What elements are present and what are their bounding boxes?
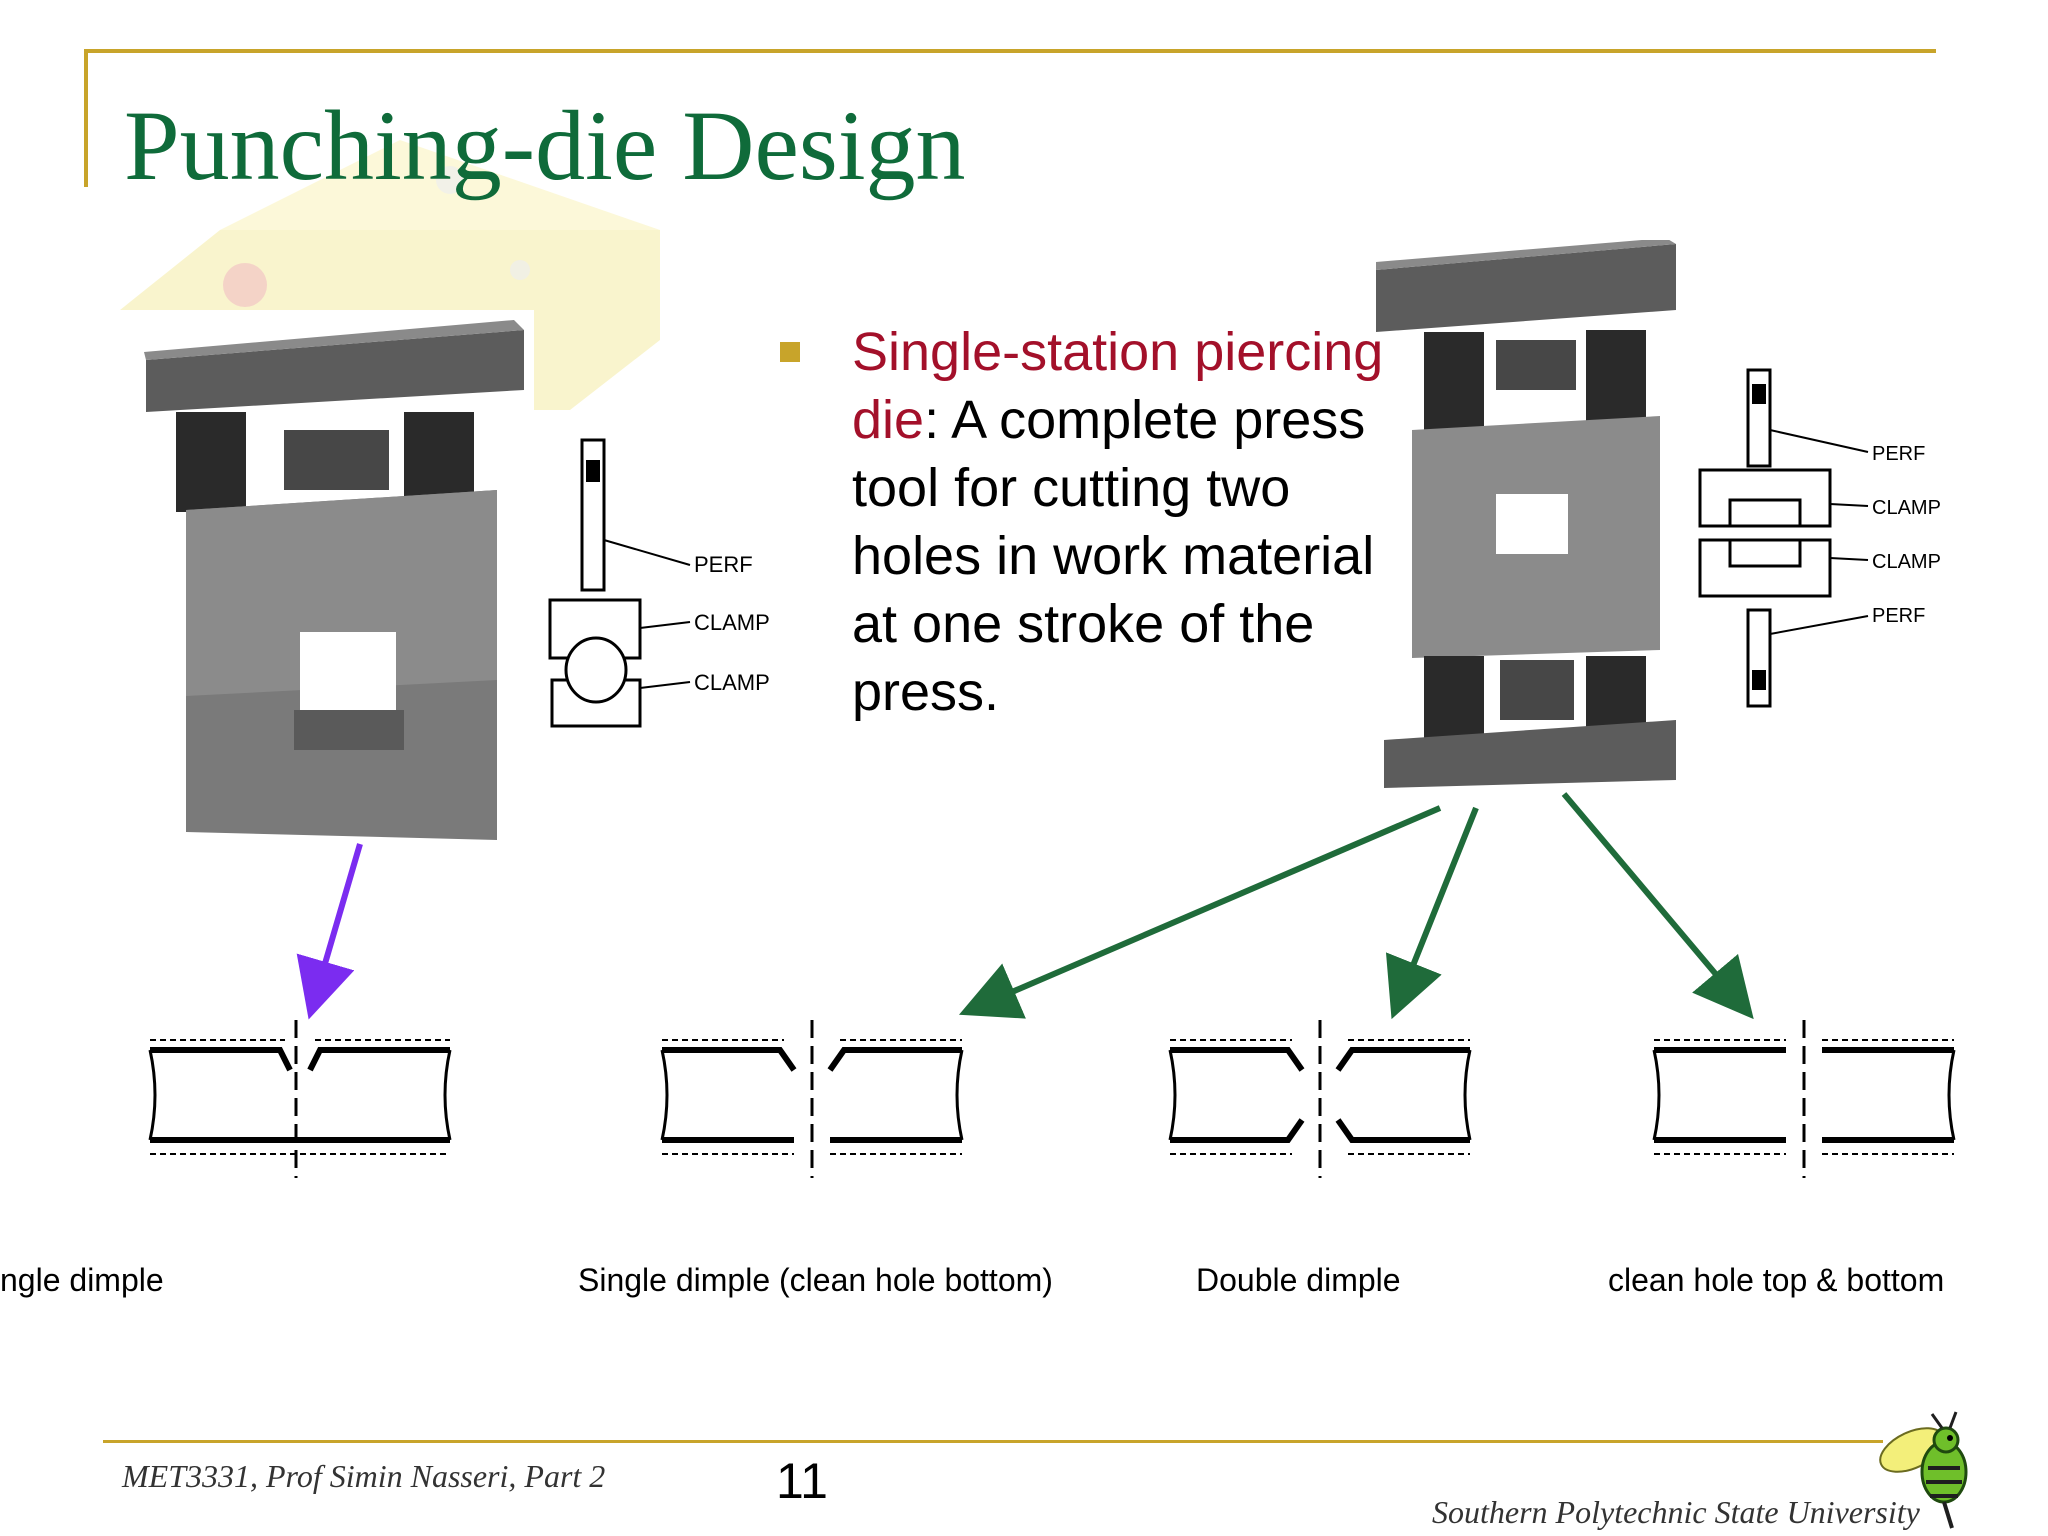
arrow-to-clean-hole <box>1561 792 1754 1020</box>
bullet-highlight: Single-station piercing die <box>852 322 1384 450</box>
arrow-to-single-dimple-bottom <box>958 805 1442 1019</box>
section-single-dimple <box>148 1020 452 1178</box>
section-double-dimple <box>1168 1020 1472 1178</box>
section-clean-hole-top-bottom <box>1652 1020 1956 1178</box>
hornet-mascot-logo-icon <box>1879 1411 1968 1529</box>
footer-course: MET3331, Prof Simin Nasseri, Part 2 <box>122 1458 606 1494</box>
bullet-square-icon <box>780 342 800 362</box>
right-die-schematic: PERF CLAMP CLAMP PERF <box>1698 368 1941 708</box>
section-single-dimple-clean-bottom <box>660 1020 964 1178</box>
arrow-to-double-dimple <box>1385 806 1479 1020</box>
footer-rule <box>103 1440 1883 1443</box>
footer-university: Southern Polytechnic State University <box>1432 1494 1920 1530</box>
left-die-photo <box>114 310 534 850</box>
left-label-perf: PERF <box>694 552 753 577</box>
bullet-rest: : A complete press tool for cutting two … <box>852 390 1375 722</box>
title-left-rule <box>84 49 88 187</box>
right-label-clamp-2: CLAMP <box>1872 551 1941 573</box>
right-die-photo <box>1376 240 1676 788</box>
bullet-text: Single-station piercing die: A complete … <box>852 318 1392 726</box>
left-die-schematic: PERF CLAMP CLAMP <box>548 438 770 728</box>
page-number: 11 <box>776 1453 828 1509</box>
right-label-perf-top: PERF <box>1872 443 1925 465</box>
right-label-perf-bottom: PERF <box>1872 605 1925 627</box>
title-rule <box>84 49 1936 53</box>
caption-double-dimple: Double dimple <box>1196 1262 1401 1298</box>
right-label-clamp-1: CLAMP <box>1872 497 1941 519</box>
left-label-clamp-1: CLAMP <box>694 610 770 635</box>
slide-title: Punching-die Design <box>124 90 966 201</box>
arrow-left-die <box>296 843 363 1020</box>
caption-single-dimple-clean-bottom: Single dimple (clean hole bottom) <box>578 1262 1053 1298</box>
left-label-clamp-2: CLAMP <box>694 670 770 695</box>
caption-clean-hole-top-bottom: clean hole top & bottom <box>1608 1262 1945 1298</box>
caption-single-dimple: ngle dimple <box>0 1262 164 1298</box>
